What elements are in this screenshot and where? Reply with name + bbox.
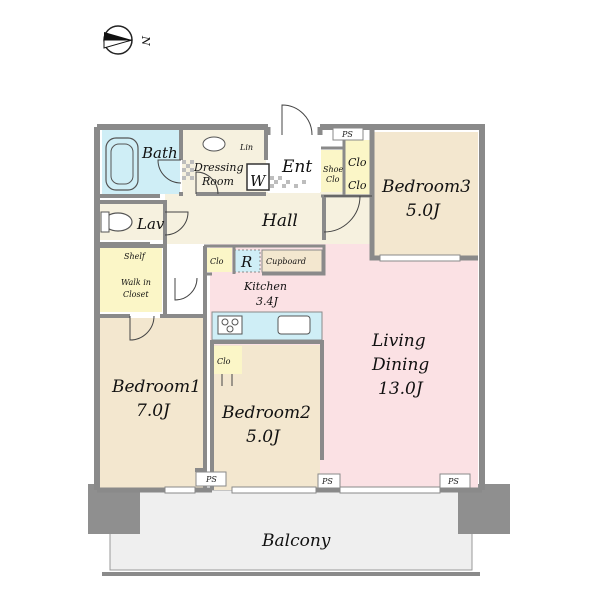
dining-label: Dining [371,355,429,375]
cupboard-wall [234,244,326,276]
tile-pattern [182,160,306,188]
dressing-label-1: Dressing [193,161,244,174]
wic-wall [100,244,205,318]
bedroom2-size: 5.0J [246,427,281,447]
outer-wall [94,124,485,490]
compass-needle-icon [104,32,132,40]
bedroom1-floor [100,318,205,488]
ps-box-3 [317,473,341,489]
lav-door [164,211,189,236]
ps-label-4: PS [447,477,459,486]
fixtures [100,136,311,335]
shoe-closet-floor [321,150,343,192]
washer-icon [246,163,270,191]
bed2-closet-floor [212,346,242,374]
compass-label: N [139,35,152,46]
wic-floor [100,246,162,312]
kitchen-size: 3.4J [256,295,278,308]
shelf-label: Shelf [124,252,147,261]
cupboard-label: Cupboard [266,257,306,266]
stove-icon [217,315,243,335]
bedroom2-label: Bedroom2 [221,403,311,423]
ps-box-4 [439,473,471,489]
burner-2-icon [231,318,239,326]
room-labels: PS PS PS PS Bath Lin Dressing Room W Ent… [111,130,471,551]
hall-label: Hall [261,211,298,231]
balcony-floor [109,489,473,571]
wic-label-1: Walk in [121,278,151,287]
washer-label: W [250,172,267,190]
bedroom1-door [174,277,198,301]
bedroom1-size: 7.0J [136,401,171,421]
ent-closet-label-1: Clo [348,156,367,169]
lav-label: Lav [136,215,165,233]
bedroom1-label: Bedroom1 [111,377,201,397]
bath-door [157,159,182,184]
kitchen-sink-icon [277,315,311,335]
dressing-label-2: Room [201,175,234,188]
ent-closet-label-2: Clo [348,179,367,192]
hall-closet-floor [206,248,232,272]
ent-label: Ent [281,157,312,177]
ps-box-2 [195,471,227,487]
wic-door [129,315,155,341]
sink-icon [202,136,226,152]
bath-wall [100,128,183,198]
bed2-closet-label: Clo [217,357,231,366]
ent-closet-floor [344,140,372,194]
bath-label: Bath [141,144,178,162]
shoe-closet-label-1: Shoe [323,165,343,174]
compass: N [103,25,152,55]
bedroom3-size: 5.0J [406,201,441,221]
ps-boxes [195,127,471,489]
dressing-wall [196,128,268,196]
bathtub-icon [105,137,139,191]
shoe-closet-label-2: Clo [326,175,340,184]
compass-needle-tail-icon [103,39,133,49]
bed2-wall [210,340,324,490]
hall-floor [165,192,375,244]
bedroom3-floor [372,132,478,258]
ps-box-1 [332,127,364,141]
cupboard-floor [261,249,323,273]
bathtub-inner-icon [110,143,134,185]
dressing-door [195,171,219,195]
burner-1-icon [221,318,229,326]
ps-label-3: PS [321,477,333,486]
ps-label-1: PS [341,130,353,139]
entrance-door [281,104,313,136]
balcony [88,484,510,576]
living-label: Living [371,331,426,351]
hall-closet-label: Clo [210,257,224,266]
bed2-closet-door [221,374,233,386]
hall-living-door [323,195,361,233]
toilet-tank-icon [100,211,110,233]
windows [164,254,461,494]
ps-label-2: PS [205,475,217,484]
fridge-label: R [240,253,252,271]
balcony-label: Balcony [261,531,331,551]
kitchen-label: Kitchen [243,280,287,293]
wic-label-2: Closet [123,290,149,299]
lin-label: Lin [239,143,253,152]
burner-3-icon [226,325,234,333]
living-size: 13.0J [378,379,424,399]
doors [129,104,372,386]
bedroom3-label: Bedroom3 [381,177,471,197]
